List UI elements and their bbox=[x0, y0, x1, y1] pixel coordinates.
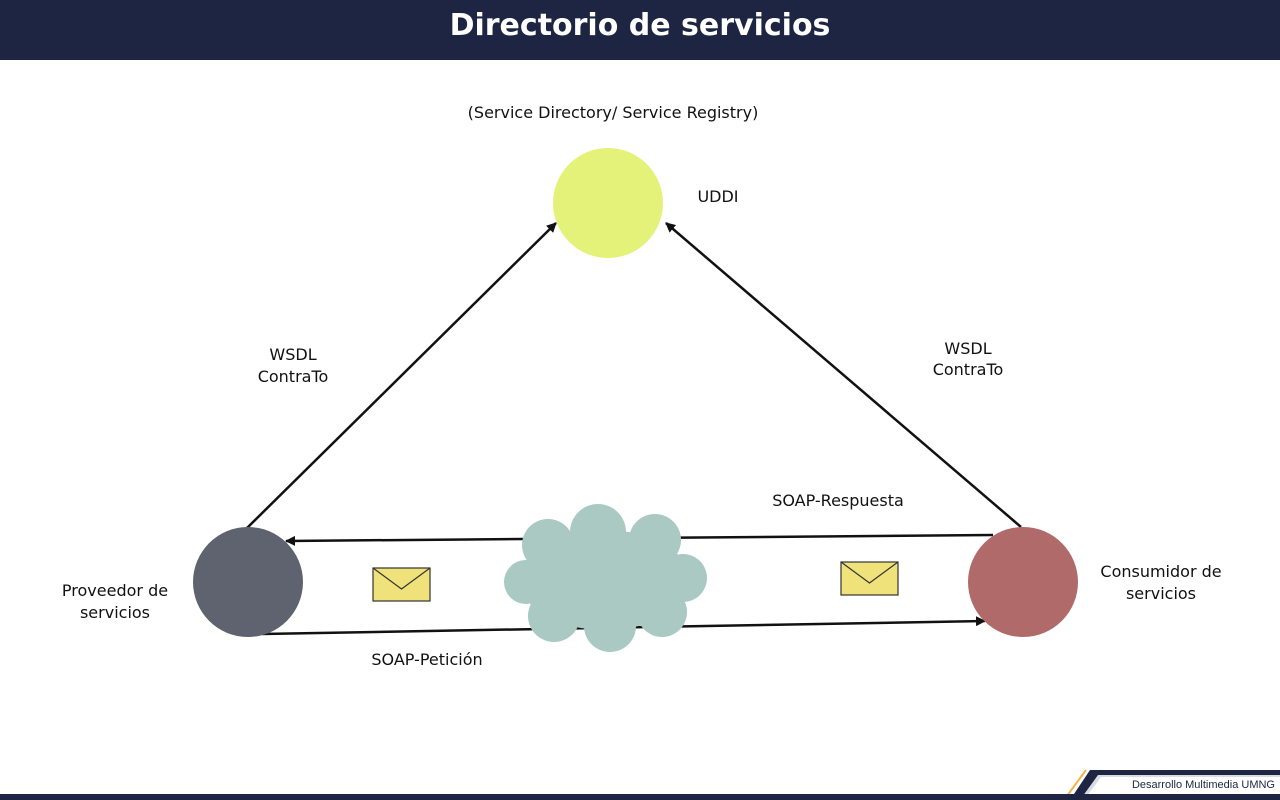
right-edge-label-contract: ContraTo bbox=[932, 360, 1004, 379]
footer-credit: Desarrollo Multimedia UMNG bbox=[1131, 779, 1275, 791]
consumer-label-line2: servicios bbox=[1125, 584, 1197, 603]
provider-label-line1: Proveedor de bbox=[61, 581, 169, 600]
page-title: Directorio de servicios bbox=[449, 8, 831, 43]
right-edge-label-wsdl: WSDL bbox=[944, 339, 992, 358]
footer-bar bbox=[0, 794, 1280, 800]
provider-node bbox=[193, 527, 303, 637]
left-edge-label-contract: ContraTo bbox=[257, 367, 329, 386]
uddi-label: UDDI bbox=[697, 187, 739, 206]
provider-label-line2: servicios bbox=[79, 603, 151, 622]
envelope-icon bbox=[840, 561, 899, 596]
left-edge-label-wsdl: WSDL bbox=[269, 345, 317, 364]
uddi-node bbox=[553, 148, 663, 258]
consumer-label-line1: Consumidor de bbox=[1100, 562, 1222, 581]
registry-caption: (Service Directory/ Service Registry) bbox=[467, 103, 759, 122]
network-cloud bbox=[504, 504, 707, 652]
header-bar: Directorio de servicios bbox=[0, 0, 1280, 60]
consumer-to-uddi-arrow bbox=[665, 222, 1022, 528]
soap-response-label: SOAP-Respuesta bbox=[772, 491, 904, 510]
envelope-icon bbox=[372, 567, 431, 602]
provider-to-uddi-arrow bbox=[246, 222, 557, 529]
soap-request-label: SOAP-Petición bbox=[371, 650, 483, 669]
consumer-node bbox=[968, 527, 1078, 637]
